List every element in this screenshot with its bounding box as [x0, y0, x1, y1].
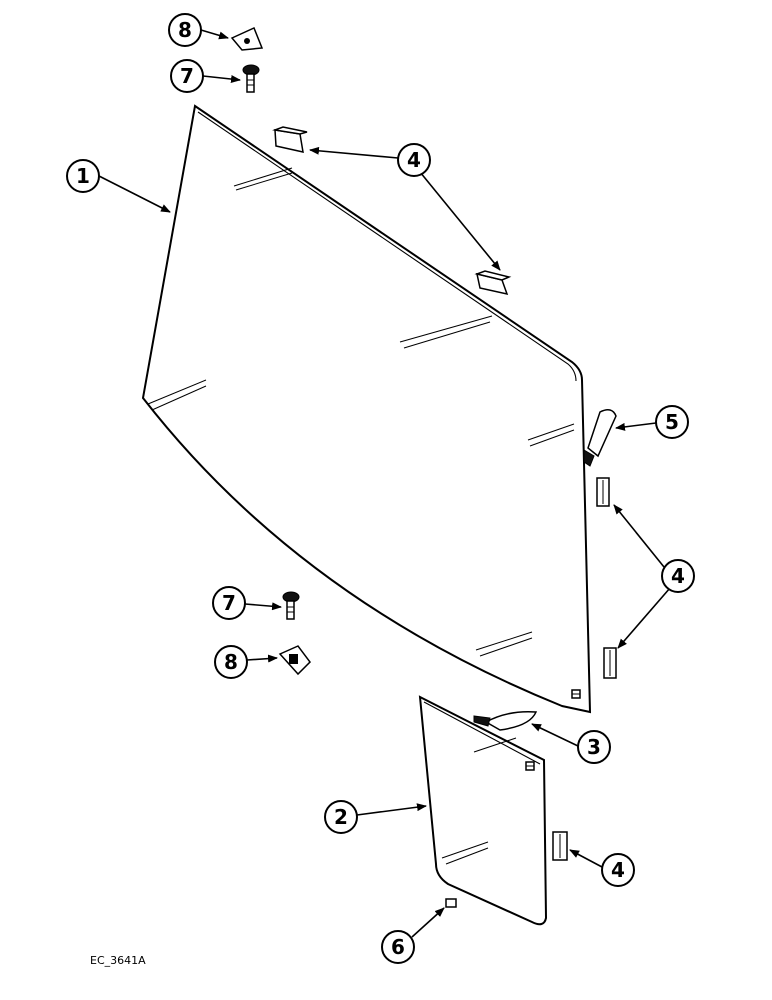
- svg-text:6: 6: [391, 935, 405, 959]
- glare-marks: [147, 167, 575, 657]
- svg-text:4: 4: [611, 858, 625, 882]
- pad-part-right-1: [596, 477, 610, 507]
- svg-text:8: 8: [178, 18, 192, 42]
- callout-4-right: 4: [661, 559, 695, 593]
- svg-text:5: 5: [665, 410, 679, 434]
- svg-text:7: 7: [180, 64, 194, 88]
- callout-4-bottom: 4: [601, 853, 635, 887]
- latch-part-side: [473, 710, 538, 731]
- bracket-part-top: [230, 26, 264, 51]
- bracket-part-bottom: [278, 645, 311, 676]
- svg-text:7: 7: [222, 591, 236, 615]
- callout-2: 2: [324, 800, 358, 834]
- svg-text:1: 1: [76, 164, 90, 188]
- screw-part-top: [242, 64, 260, 93]
- side-window-glass: [418, 695, 548, 926]
- callout-8-top: 8: [168, 13, 202, 47]
- callout-4-top: 4: [397, 143, 431, 177]
- callout-1: 1: [66, 159, 100, 193]
- leader-lines: [98, 29, 671, 938]
- callout-8-bottom: 8: [214, 645, 248, 679]
- figure-code: EC_3641A: [90, 954, 146, 967]
- callout-3: 3: [577, 730, 611, 764]
- pad-part-top-1: [272, 126, 308, 153]
- callout-5: 5: [655, 405, 689, 439]
- svg-text:2: 2: [334, 805, 348, 829]
- windscreen-glass: [141, 104, 592, 714]
- pad-part-bottom: [552, 831, 568, 861]
- callout-7-bottom: 7: [212, 586, 246, 620]
- callout-7-top: 7: [170, 59, 204, 93]
- small-block-part: [445, 898, 457, 908]
- svg-text:4: 4: [671, 564, 685, 588]
- svg-text:4: 4: [407, 148, 421, 172]
- latch-part-right: [583, 409, 617, 467]
- callout-6: 6: [381, 930, 415, 964]
- svg-text:3: 3: [587, 735, 601, 759]
- svg-text:8: 8: [224, 650, 238, 674]
- pad-part-right-2: [603, 647, 617, 679]
- pad-part-top-2: [474, 270, 512, 296]
- screw-part-bottom: [282, 591, 300, 620]
